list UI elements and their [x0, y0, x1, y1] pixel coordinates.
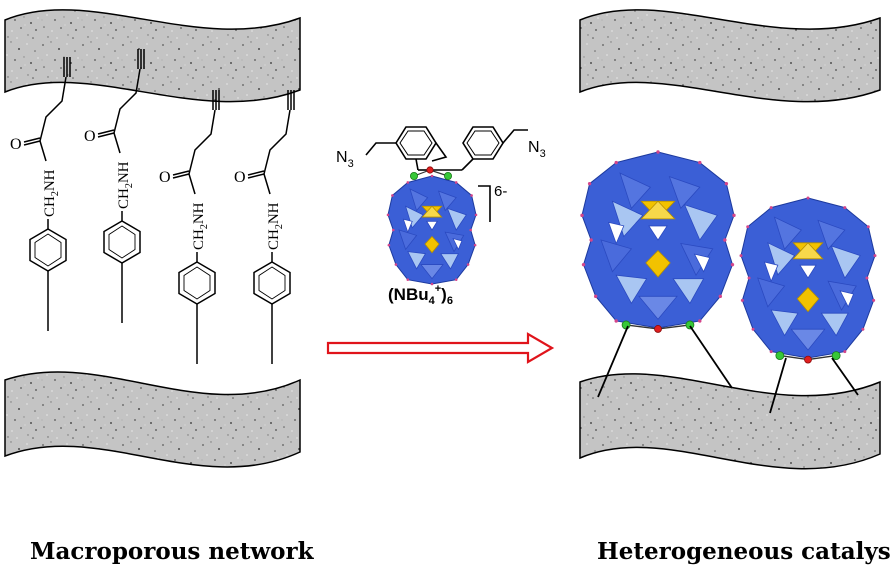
caption-heterogeneous-catalyst: Heterogeneous catalyst: [597, 538, 890, 565]
grafted-cluster-left: [580, 150, 736, 333]
linker-2: CH2NH O: [84, 49, 145, 323]
tether-lines: [597, 325, 859, 414]
carbonyl-oxygen-label: O: [159, 169, 171, 186]
charge-label: 6-: [494, 183, 507, 200]
alkyne-linkers: CH2NH O CH2NH O CH2NH O CH2NH O: [10, 49, 295, 364]
bis-azide-pom-reagent: N3 N3 6- (NBu4+)6: [336, 126, 546, 307]
azide-right-label: N3: [528, 139, 546, 160]
methylene-amide-label: CH2NH: [116, 161, 135, 209]
grafted-cluster-right: [739, 196, 877, 364]
polyoxometalate-cluster-small: [386, 166, 478, 286]
methylene-amide-label: CH2NH: [266, 202, 285, 250]
carbonyl-oxygen-label: O: [10, 136, 22, 153]
caption-macroporous-network: Macroporous network: [30, 538, 314, 565]
carbonyl-oxygen-label: O: [84, 128, 96, 145]
support-band-top-right: [579, 9, 881, 103]
methylene-amide-label: CH2NH: [42, 169, 61, 217]
reaction-arrow: [326, 332, 555, 364]
support-band-bottom-right: [579, 373, 881, 470]
linker-1: CH2NH O: [10, 57, 71, 331]
support-band-bottom-left: [4, 371, 301, 468]
support-band-top-left: [4, 9, 301, 103]
linker-4: CH2NH O: [234, 90, 295, 364]
carbonyl-oxygen-label: O: [234, 169, 246, 186]
azide-left-label: N3: [336, 149, 354, 170]
linker-3: CH2NH O: [159, 90, 220, 364]
counterion-label: (NBu4+)6: [388, 283, 453, 307]
methylene-amide-label: CH2NH: [191, 202, 210, 250]
